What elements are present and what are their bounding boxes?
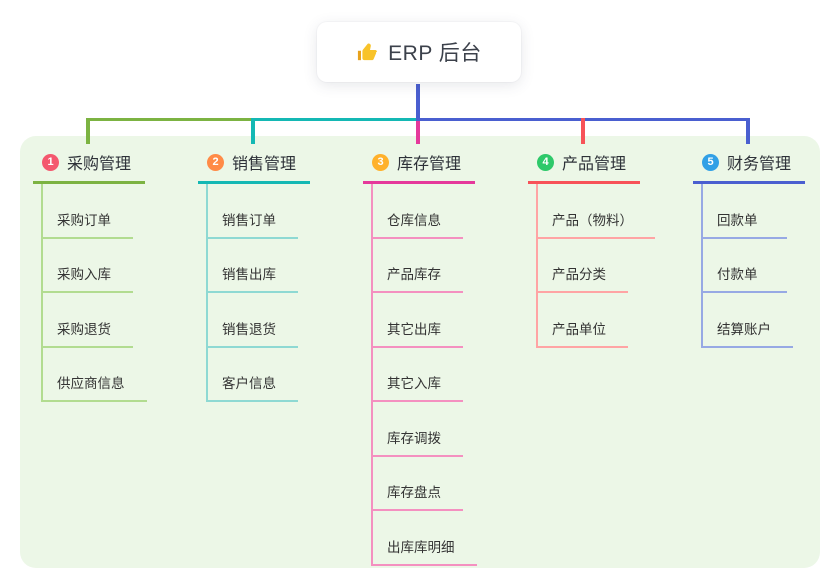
branch-label: 采购管理 [67, 156, 132, 173]
branch-column-2: 2 销售管理销售订单销售出库销售退货客户信息 [198, 146, 310, 402]
branch-node[interactable]: 4 产品管理 [528, 146, 640, 184]
branch-children: 仓库信息产品库存其它出库其它入库库存调拨库存盘点出库库明细 [371, 184, 477, 566]
branches-panel [20, 136, 820, 568]
child-node-label: 采购退货 [57, 321, 111, 337]
child-node-label: 客户信息 [222, 376, 276, 391]
branch-node[interactable]: 1 采购管理 [33, 146, 145, 184]
connector-line [251, 117, 255, 144]
child-node-label: 库存盘点 [387, 485, 441, 500]
branch-label: 库存管理 [397, 156, 462, 173]
branch-children: 销售订单销售出库销售退货客户信息 [206, 184, 298, 402]
child-node[interactable]: 客户信息 [208, 348, 298, 402]
child-node-label: 销售订单 [222, 212, 276, 228]
child-node-label: 回款单 [717, 212, 758, 228]
child-node[interactable]: 销售出库 [208, 239, 298, 293]
child-node-label: 结算账户 [717, 321, 771, 337]
branch-label: 销售管理 [232, 156, 297, 173]
child-node-label: 出库库明细 [387, 539, 455, 555]
root-node[interactable]: ERP 后台 [317, 22, 521, 82]
connector-line [416, 84, 420, 121]
branch-children: 回款单付款单结算账户 [701, 184, 793, 348]
branch-number-badge: 3 [372, 153, 389, 171]
connector-line [746, 117, 750, 144]
branch-node[interactable]: 5 财务管理 [693, 146, 805, 184]
thumbs-up-icon [356, 41, 379, 64]
child-node[interactable]: 产品（物料） [538, 184, 655, 239]
branch-label: 产品管理 [562, 156, 627, 173]
child-node[interactable]: 销售订单 [208, 184, 298, 239]
connector-line [86, 117, 253, 121]
branch-number-badge: 4 [537, 153, 554, 171]
branch-children: 产品（物料） 产品分类产品单位 [536, 184, 655, 348]
branch-label: 财务管理 [727, 156, 792, 173]
child-node-label: 其它出库 [387, 321, 441, 337]
child-node-label: 付款单 [717, 267, 758, 282]
child-node-label: 库存调拨 [387, 430, 441, 446]
child-node[interactable]: 库存调拨 [373, 402, 463, 457]
child-node-label: 产品单位 [552, 321, 606, 337]
child-node[interactable]: 销售退货 [208, 293, 298, 348]
child-node-label: 采购订单 [57, 212, 111, 228]
child-node-label: 产品库存 [387, 267, 441, 282]
branch-node[interactable]: 3 库存管理 [363, 146, 475, 184]
child-node[interactable]: 回款单 [703, 184, 787, 239]
child-node[interactable]: 付款单 [703, 239, 787, 293]
branch-node[interactable]: 2 销售管理 [198, 146, 310, 184]
child-node-label: 采购入库 [57, 267, 111, 282]
connector-line [416, 117, 420, 144]
child-node[interactable]: 其它出库 [373, 293, 463, 348]
child-node-label: 产品分类 [552, 267, 606, 282]
branch-column-1: 1 采购管理采购订单采购入库采购退货供应商信息 [33, 146, 147, 402]
connector-line [581, 117, 585, 144]
child-node[interactable]: 产品分类 [538, 239, 628, 293]
child-node[interactable]: 采购退货 [43, 293, 133, 348]
branch-column-4: 4 产品管理产品（物料） 产品分类产品单位 [528, 146, 655, 348]
child-node[interactable]: 产品单位 [538, 293, 628, 348]
branch-number-badge: 1 [42, 153, 59, 171]
branch-number-badge: 5 [702, 153, 719, 171]
child-node-label: 产品（物料） [552, 212, 633, 228]
child-node-label: 其它入库 [387, 376, 441, 391]
root-title: ERP 后台 [388, 42, 482, 65]
child-node[interactable]: 结算账户 [703, 293, 793, 348]
child-node-label: 仓库信息 [387, 212, 441, 228]
child-node[interactable]: 仓库信息 [373, 184, 463, 239]
child-node[interactable]: 其它入库 [373, 348, 463, 402]
branch-column-3: 3 库存管理仓库信息产品库存其它出库其它入库库存调拨库存盘点出库库明细 [363, 146, 477, 566]
connector-line [253, 117, 420, 121]
child-node[interactable]: 采购入库 [43, 239, 133, 293]
child-node[interactable]: 供应商信息 [43, 348, 147, 402]
child-node[interactable]: 采购订单 [43, 184, 133, 239]
branch-children: 采购订单采购入库采购退货供应商信息 [41, 184, 147, 402]
branch-number-badge: 2 [207, 153, 224, 171]
child-node[interactable]: 产品库存 [373, 239, 463, 293]
child-node[interactable]: 库存盘点 [373, 457, 463, 511]
child-node[interactable]: 出库库明细 [373, 511, 477, 566]
connector-line [86, 117, 90, 144]
child-node-label: 供应商信息 [57, 376, 125, 391]
child-node-label: 销售退货 [222, 321, 276, 337]
child-node-label: 销售出库 [222, 267, 276, 282]
branch-column-5: 5 财务管理回款单付款单结算账户 [693, 146, 805, 348]
